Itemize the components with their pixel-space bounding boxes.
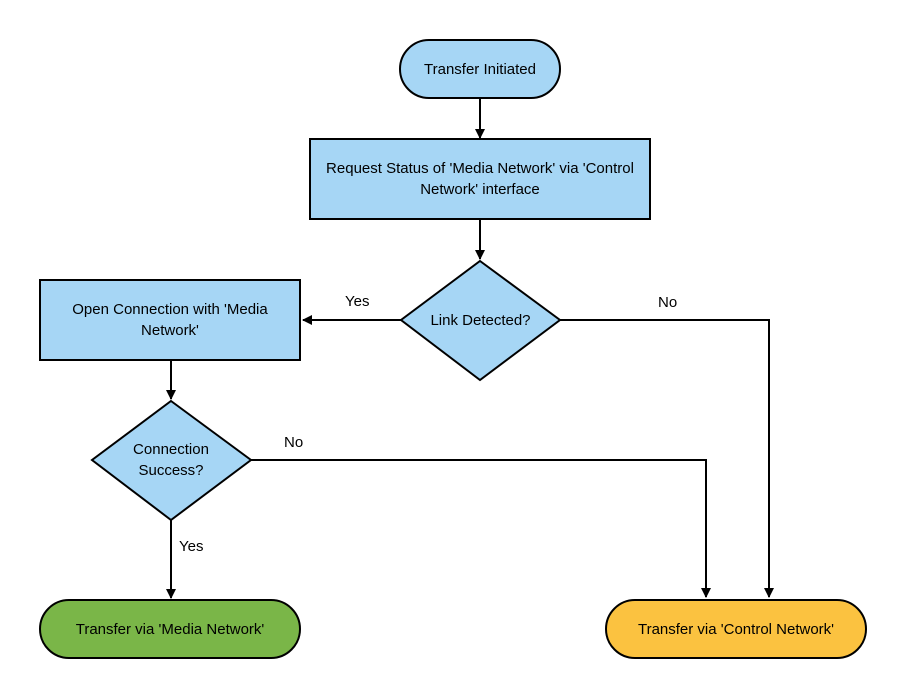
connection-yes-label: Yes <box>179 538 204 555</box>
link-detected-label: Link Detected? <box>430 311 531 329</box>
start-label: Transfer Initiated <box>424 60 536 78</box>
request-status-process-shape <box>309 138 651 220</box>
open-connection-label: Open Connection with 'Media Network' <box>72 301 268 339</box>
edge-connection-no <box>251 459 711 598</box>
end-media-terminator-shape <box>39 599 301 659</box>
request-status-label: Request Status of 'Media Network' via 'C… <box>326 160 634 198</box>
link-detected-decision-shape <box>399 259 562 382</box>
edge-link-no <box>560 319 774 598</box>
end-control-terminator-shape <box>605 599 867 659</box>
link-yes-label: Yes <box>345 293 370 310</box>
link-no-label: No <box>658 294 678 311</box>
connection-success-decision-shape <box>90 399 253 522</box>
connection-no-label: No <box>284 434 304 451</box>
end-control-label: Transfer via 'Control Network' <box>637 620 835 638</box>
connection-success-label: Connection Success? <box>133 441 209 479</box>
start-terminator-shape <box>399 39 561 99</box>
end-media-label: Transfer via 'Media Network' <box>75 620 265 638</box>
open-connection-process-shape <box>39 279 301 361</box>
